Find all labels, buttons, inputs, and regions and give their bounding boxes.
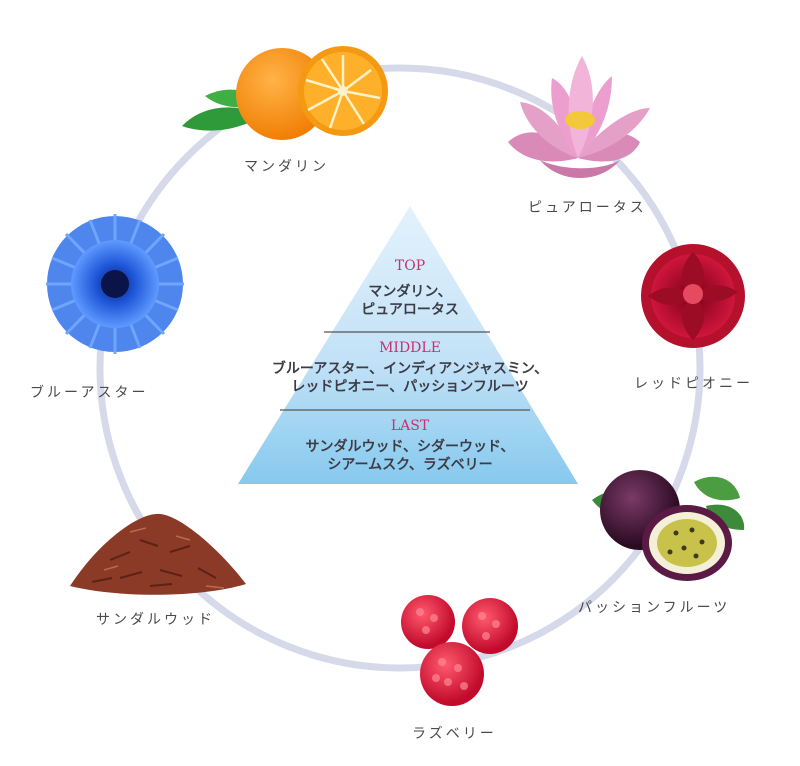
middle-notes-line1: ブルーアスター、インディアンジャスミン、 [271, 361, 549, 377]
passion-fruit-image [592, 470, 745, 581]
middle-notes: MIDDLE ブルーアスター、インディアンジャスミン、 レッドピオニー、パッショ… [240, 340, 580, 396]
last-notes: LAST サンダルウッド、シダーウッド、 シアームスク、ラズベリー [240, 418, 580, 474]
label-raspberry: ラズベリー [412, 726, 497, 742]
cornflower-image [46, 214, 184, 354]
label-blue-aster: ブルーアスター [30, 385, 149, 401]
raspberry-image [401, 595, 518, 706]
top-notes-line1: マンダリン、 [368, 284, 452, 300]
top-notes-line2: ピュアロータス [361, 302, 459, 318]
ring [96, 64, 704, 672]
label-mandarin: マンダリン [244, 159, 329, 175]
label-passion-fruit: パッションフルーツ [578, 600, 731, 616]
top-notes-title: TOP [394, 258, 426, 274]
middle-notes-line2: レッドピオニー、パッションフルーツ [291, 379, 529, 395]
last-notes-line2: シアームスク、ラズベリー [327, 457, 493, 473]
scent-pyramid [238, 206, 578, 484]
label-red-peony: レッドピオニー [634, 376, 753, 392]
label-sandalwood: サンダルウッド [96, 612, 215, 628]
label-pure-lotus: ピュアロータス [528, 200, 647, 216]
lotus-image [508, 56, 650, 178]
sandalwood-image [70, 513, 246, 595]
top-notes: TOP マンダリン、 ピュアロータス [240, 258, 580, 319]
last-notes-line1: サンダルウッド、シダーウッド、 [305, 439, 515, 455]
middle-notes-title: MIDDLE [379, 340, 441, 356]
mandarin-image [182, 46, 388, 140]
peony-image [641, 244, 745, 348]
last-notes-title: LAST [390, 418, 430, 434]
